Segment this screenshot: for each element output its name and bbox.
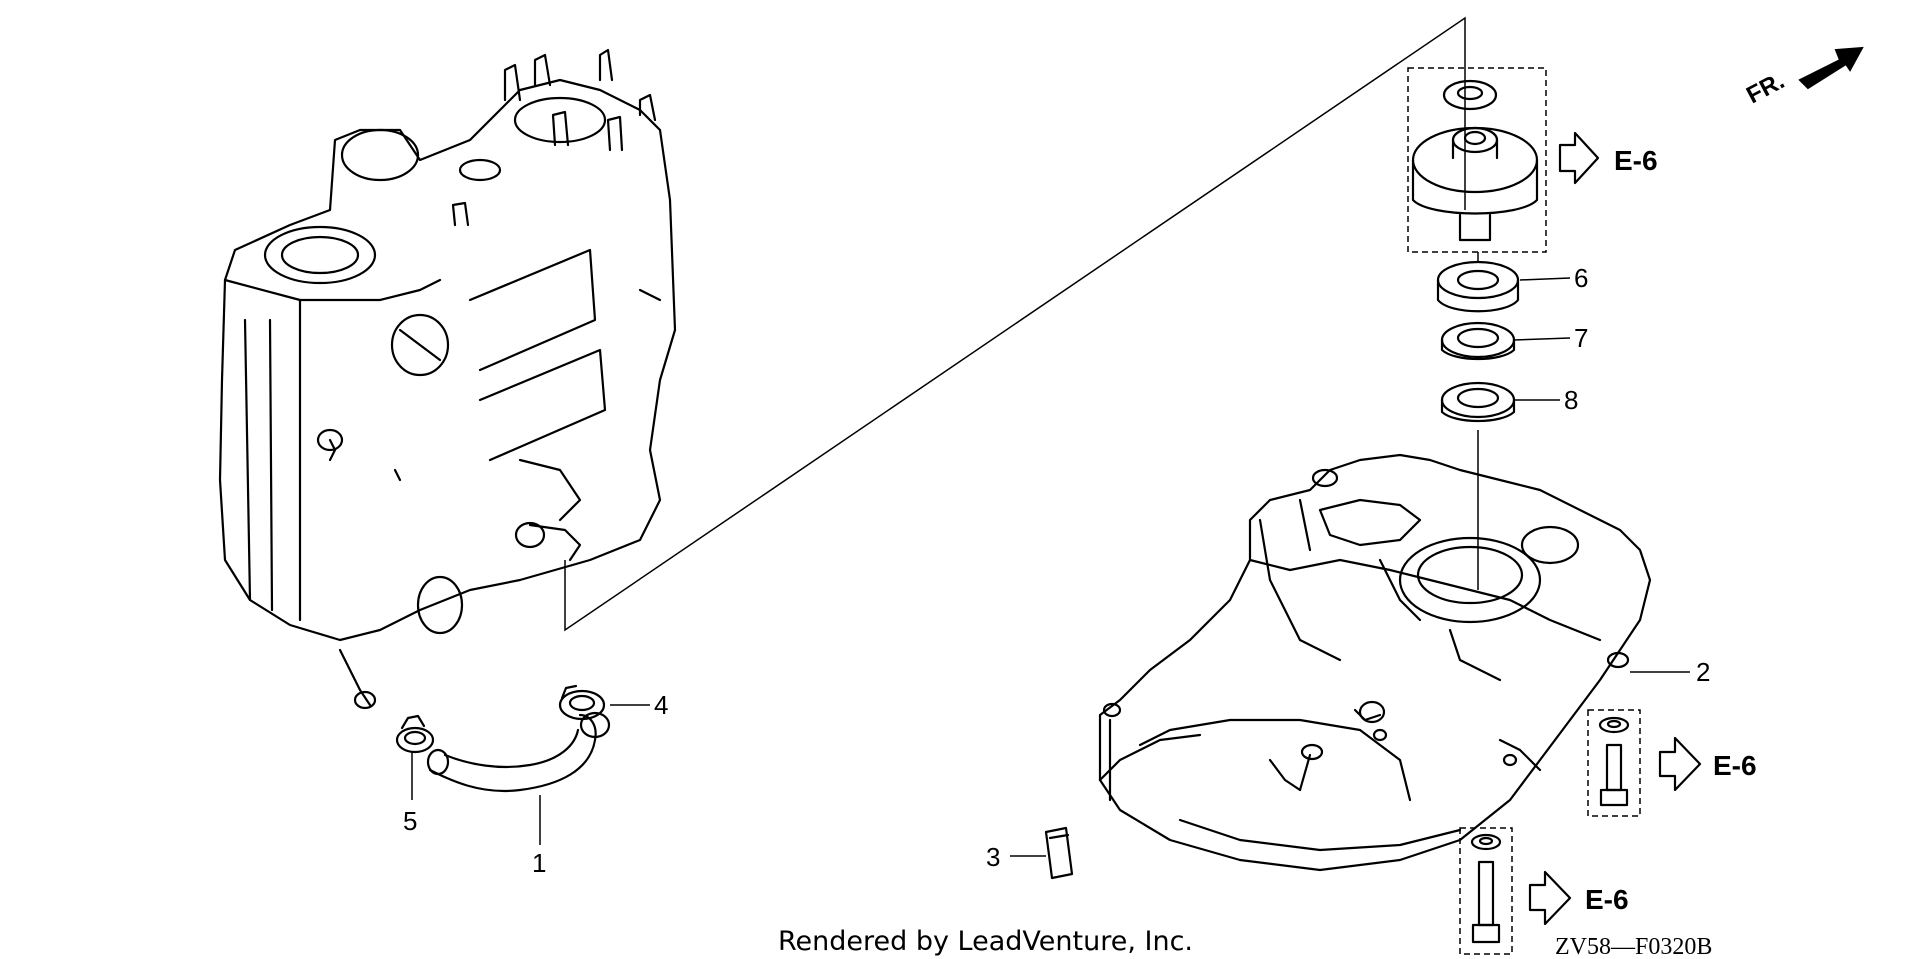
bolt-upper-drawing [1598,716,1630,807]
gear-drawing [1411,126,1539,242]
oil-case-drawing [1098,453,1652,872]
hose-clamp-5-drawing [395,714,435,754]
oil-seal-8-drawing [1440,381,1516,423]
reference-arrow-icon [1658,736,1702,792]
front-marker: FR. [1742,67,1789,109]
reference-label: E-6 [1713,750,1757,781]
bolt-group-box-upper [1587,709,1641,817]
assembly-guide-line [564,16,1466,632]
front-arrow-icon [1798,46,1864,90]
callout-7: 7 [1574,323,1588,353]
reference-label: E-6 [1585,884,1629,915]
oil-seal-7-drawing [1440,321,1516,361]
bolt-group-box-lower [1459,827,1513,955]
washer-drawing [1442,79,1498,111]
water-hose-drawing [426,711,611,793]
callout-4: 4 [654,690,668,720]
leader-lines [411,277,1690,857]
callout-3: 3 [986,842,1000,872]
part-3-drawing [1044,826,1074,880]
callout-8: 8 [1564,385,1578,415]
gear-group-box [1407,67,1547,253]
bearing-6-drawing [1436,260,1520,313]
bolt-lower-drawing [1470,833,1502,944]
hose-clamp-4-drawing [558,684,606,721]
callout-1: 1 [532,848,546,878]
diagram-code: ZV58—F0320B [1555,934,1712,959]
callout-6: 6 [1574,263,1588,293]
reference-arrow-icon [1528,870,1572,926]
reference-label: E-6 [1614,145,1658,176]
callout-5: 5 [403,806,417,836]
callout-2: 2 [1696,657,1710,687]
render-credit: Rendered by LeadVenture, Inc. [778,926,1193,957]
cylinder-block-drawing [218,48,677,710]
reference-arrow-icon [1558,131,1600,185]
